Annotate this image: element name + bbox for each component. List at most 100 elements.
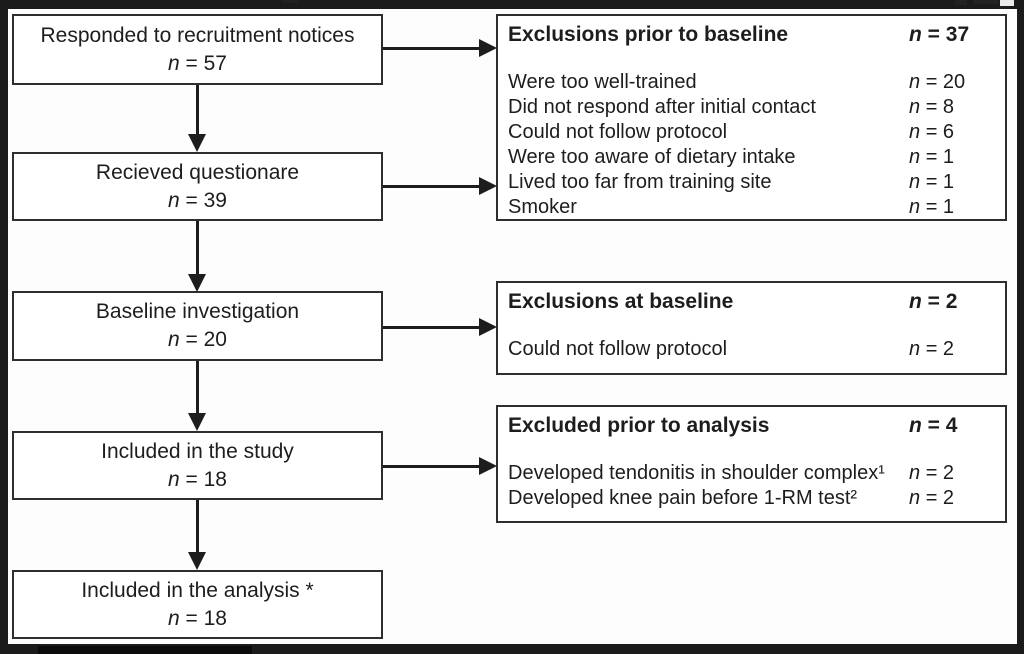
exclusion-item: Could not follow protocol n = 2 bbox=[508, 337, 993, 362]
arrowhead-right-icon bbox=[479, 177, 497, 195]
flow-box-n: n = 18 bbox=[168, 466, 227, 494]
exclusion-item: Developed tendonitis in shoulder complex… bbox=[508, 461, 993, 486]
edge-artifact bbox=[973, 0, 999, 4]
flow-box-label: Responded to recruitment notices bbox=[40, 23, 355, 47]
n-value: = 57 bbox=[185, 51, 227, 75]
exclusion-box-prior-baseline: Exclusions prior to baseline n = 37 Were… bbox=[496, 14, 1007, 221]
exclusion-item-label: Smoker bbox=[508, 196, 577, 218]
exclusion-item-n: n = 20 bbox=[909, 70, 993, 95]
exclusion-box-n: n = 4 bbox=[909, 413, 993, 439]
n-symbol: n bbox=[909, 196, 921, 218]
n-value: = 37 bbox=[927, 23, 970, 46]
n-value: = 39 bbox=[185, 188, 227, 212]
exclusion-box-title-row: Exclusions prior to baseline n = 37 bbox=[508, 22, 993, 48]
flow-box-n: n = 39 bbox=[168, 187, 227, 215]
arrow-line bbox=[383, 185, 479, 188]
arrowhead-right-icon bbox=[479, 457, 497, 475]
exclusion-item-n: n = 6 bbox=[909, 120, 993, 145]
exclusion-box-n: n = 37 bbox=[909, 22, 993, 48]
n-symbol: n bbox=[909, 487, 921, 509]
arrow-line bbox=[196, 221, 199, 276]
arrow-line bbox=[196, 500, 199, 553]
exclusion-box-title: Exclusions prior to baseline bbox=[508, 23, 789, 46]
arrow-line bbox=[383, 47, 479, 50]
n-value: = 2 bbox=[925, 487, 955, 509]
arrow-line bbox=[383, 465, 479, 468]
edge-artifact bbox=[955, 0, 967, 5]
n-symbol: n bbox=[168, 51, 180, 75]
arrowhead-down-icon bbox=[188, 552, 206, 570]
flow-box-label: Baseline investigation bbox=[95, 300, 300, 323]
exclusion-item-label: Lived too far from training site bbox=[508, 171, 772, 193]
n-symbol: n bbox=[909, 338, 921, 360]
exclusion-item: Were too well-trained n = 20 bbox=[508, 70, 993, 95]
exclusion-item-n: n = 1 bbox=[909, 195, 993, 220]
exclusion-item-n: n = 1 bbox=[909, 170, 993, 195]
exclusion-item-n: n = 2 bbox=[909, 486, 993, 511]
flow-box-baseline: Baseline investigation n = 20 bbox=[12, 291, 383, 361]
arrowhead-down-icon bbox=[188, 274, 206, 292]
flow-box-analysis: Included in the analysis * n = 18 bbox=[12, 570, 383, 639]
flow-box-questionnaire: Recieved questionare n = 39 bbox=[12, 152, 383, 221]
exclusion-item-label: Were too aware of dietary intake bbox=[508, 146, 796, 168]
exclusion-box-title: Excluded prior to analysis bbox=[508, 414, 770, 437]
n-symbol: n bbox=[168, 467, 180, 491]
exclusion-box-title-row: Exclusions at baseline n = 2 bbox=[508, 289, 993, 315]
exclusion-item-label: Were too well-trained bbox=[508, 71, 697, 93]
flow-box-recruitment: Responded to recruitment notices n = 57 bbox=[12, 14, 383, 85]
flow-box-n: n = 18 bbox=[168, 605, 227, 633]
n-symbol: n bbox=[909, 146, 921, 168]
flow-box-label: Included in the study bbox=[101, 439, 294, 463]
n-symbol: n bbox=[909, 171, 921, 193]
exclusion-item-n: n = 2 bbox=[909, 337, 993, 362]
n-value: = 2 bbox=[925, 462, 955, 484]
n-symbol: n bbox=[909, 23, 922, 46]
n-value: = 8 bbox=[925, 96, 955, 118]
exclusion-item: Were too aware of dietary intake n = 1 bbox=[508, 145, 993, 170]
exclusion-item-label: Developed knee pain before 1-RM test² bbox=[508, 487, 858, 509]
edge-artifact bbox=[1000, 0, 1014, 6]
flow-box-label: Recieved questionare bbox=[95, 160, 300, 184]
exclusion-item: Developed knee pain before 1-RM test² n … bbox=[508, 486, 993, 511]
n-symbol: n bbox=[909, 96, 921, 118]
exclusion-item: Did not respond after initial contact n … bbox=[508, 95, 993, 120]
n-symbol: n bbox=[909, 71, 921, 93]
flow-box-n: n = 57 bbox=[168, 50, 227, 78]
n-symbol: n bbox=[168, 328, 180, 351]
n-value: = 20 bbox=[925, 71, 966, 93]
n-value: = 20 bbox=[185, 328, 227, 351]
exclusion-item-label: Could not follow protocol bbox=[508, 121, 728, 143]
n-symbol: n bbox=[909, 290, 922, 313]
exclusion-item: Lived too far from training site n = 1 bbox=[508, 170, 993, 195]
arrow-line bbox=[196, 85, 199, 135]
exclusion-item-n: n = 8 bbox=[909, 95, 993, 120]
exclusion-box-prior-analysis: Excluded prior to analysis n = 4 Develop… bbox=[496, 405, 1007, 523]
exclusion-item: Could not follow protocol n = 6 bbox=[508, 120, 993, 145]
n-symbol: n bbox=[909, 462, 921, 484]
edge-artifact bbox=[283, 0, 299, 3]
arrowhead-down-icon bbox=[188, 413, 206, 431]
n-value: = 2 bbox=[925, 338, 955, 360]
flow-box-label: Included in the analysis * bbox=[81, 578, 314, 602]
exclusion-box-title-row: Excluded prior to analysis n = 4 bbox=[508, 413, 993, 439]
n-value: = 2 bbox=[927, 290, 958, 313]
flow-box-n: n = 20 bbox=[168, 326, 227, 354]
exclusion-box-at-baseline: Exclusions at baseline n = 2 Could not f… bbox=[496, 281, 1007, 375]
arrowhead-right-icon bbox=[479, 39, 497, 57]
exclusion-item-n: n = 2 bbox=[909, 461, 993, 486]
n-symbol: n bbox=[909, 414, 922, 437]
exclusion-item-label: Did not respond after initial contact bbox=[508, 96, 816, 118]
n-symbol: n bbox=[909, 121, 921, 143]
exclusion-box-title: Exclusions at baseline bbox=[508, 290, 734, 313]
exclusion-box-n: n = 2 bbox=[909, 289, 993, 315]
exclusion-item: Smoker n = 1 bbox=[508, 195, 993, 220]
n-value: = 1 bbox=[925, 146, 955, 168]
n-value: = 18 bbox=[185, 606, 227, 630]
n-value: = 6 bbox=[925, 121, 955, 143]
arrowhead-right-icon bbox=[479, 318, 497, 336]
n-value: = 4 bbox=[927, 414, 958, 437]
arrowhead-down-icon bbox=[188, 134, 206, 152]
n-value: = 1 bbox=[925, 196, 955, 218]
n-symbol: n bbox=[168, 188, 180, 212]
